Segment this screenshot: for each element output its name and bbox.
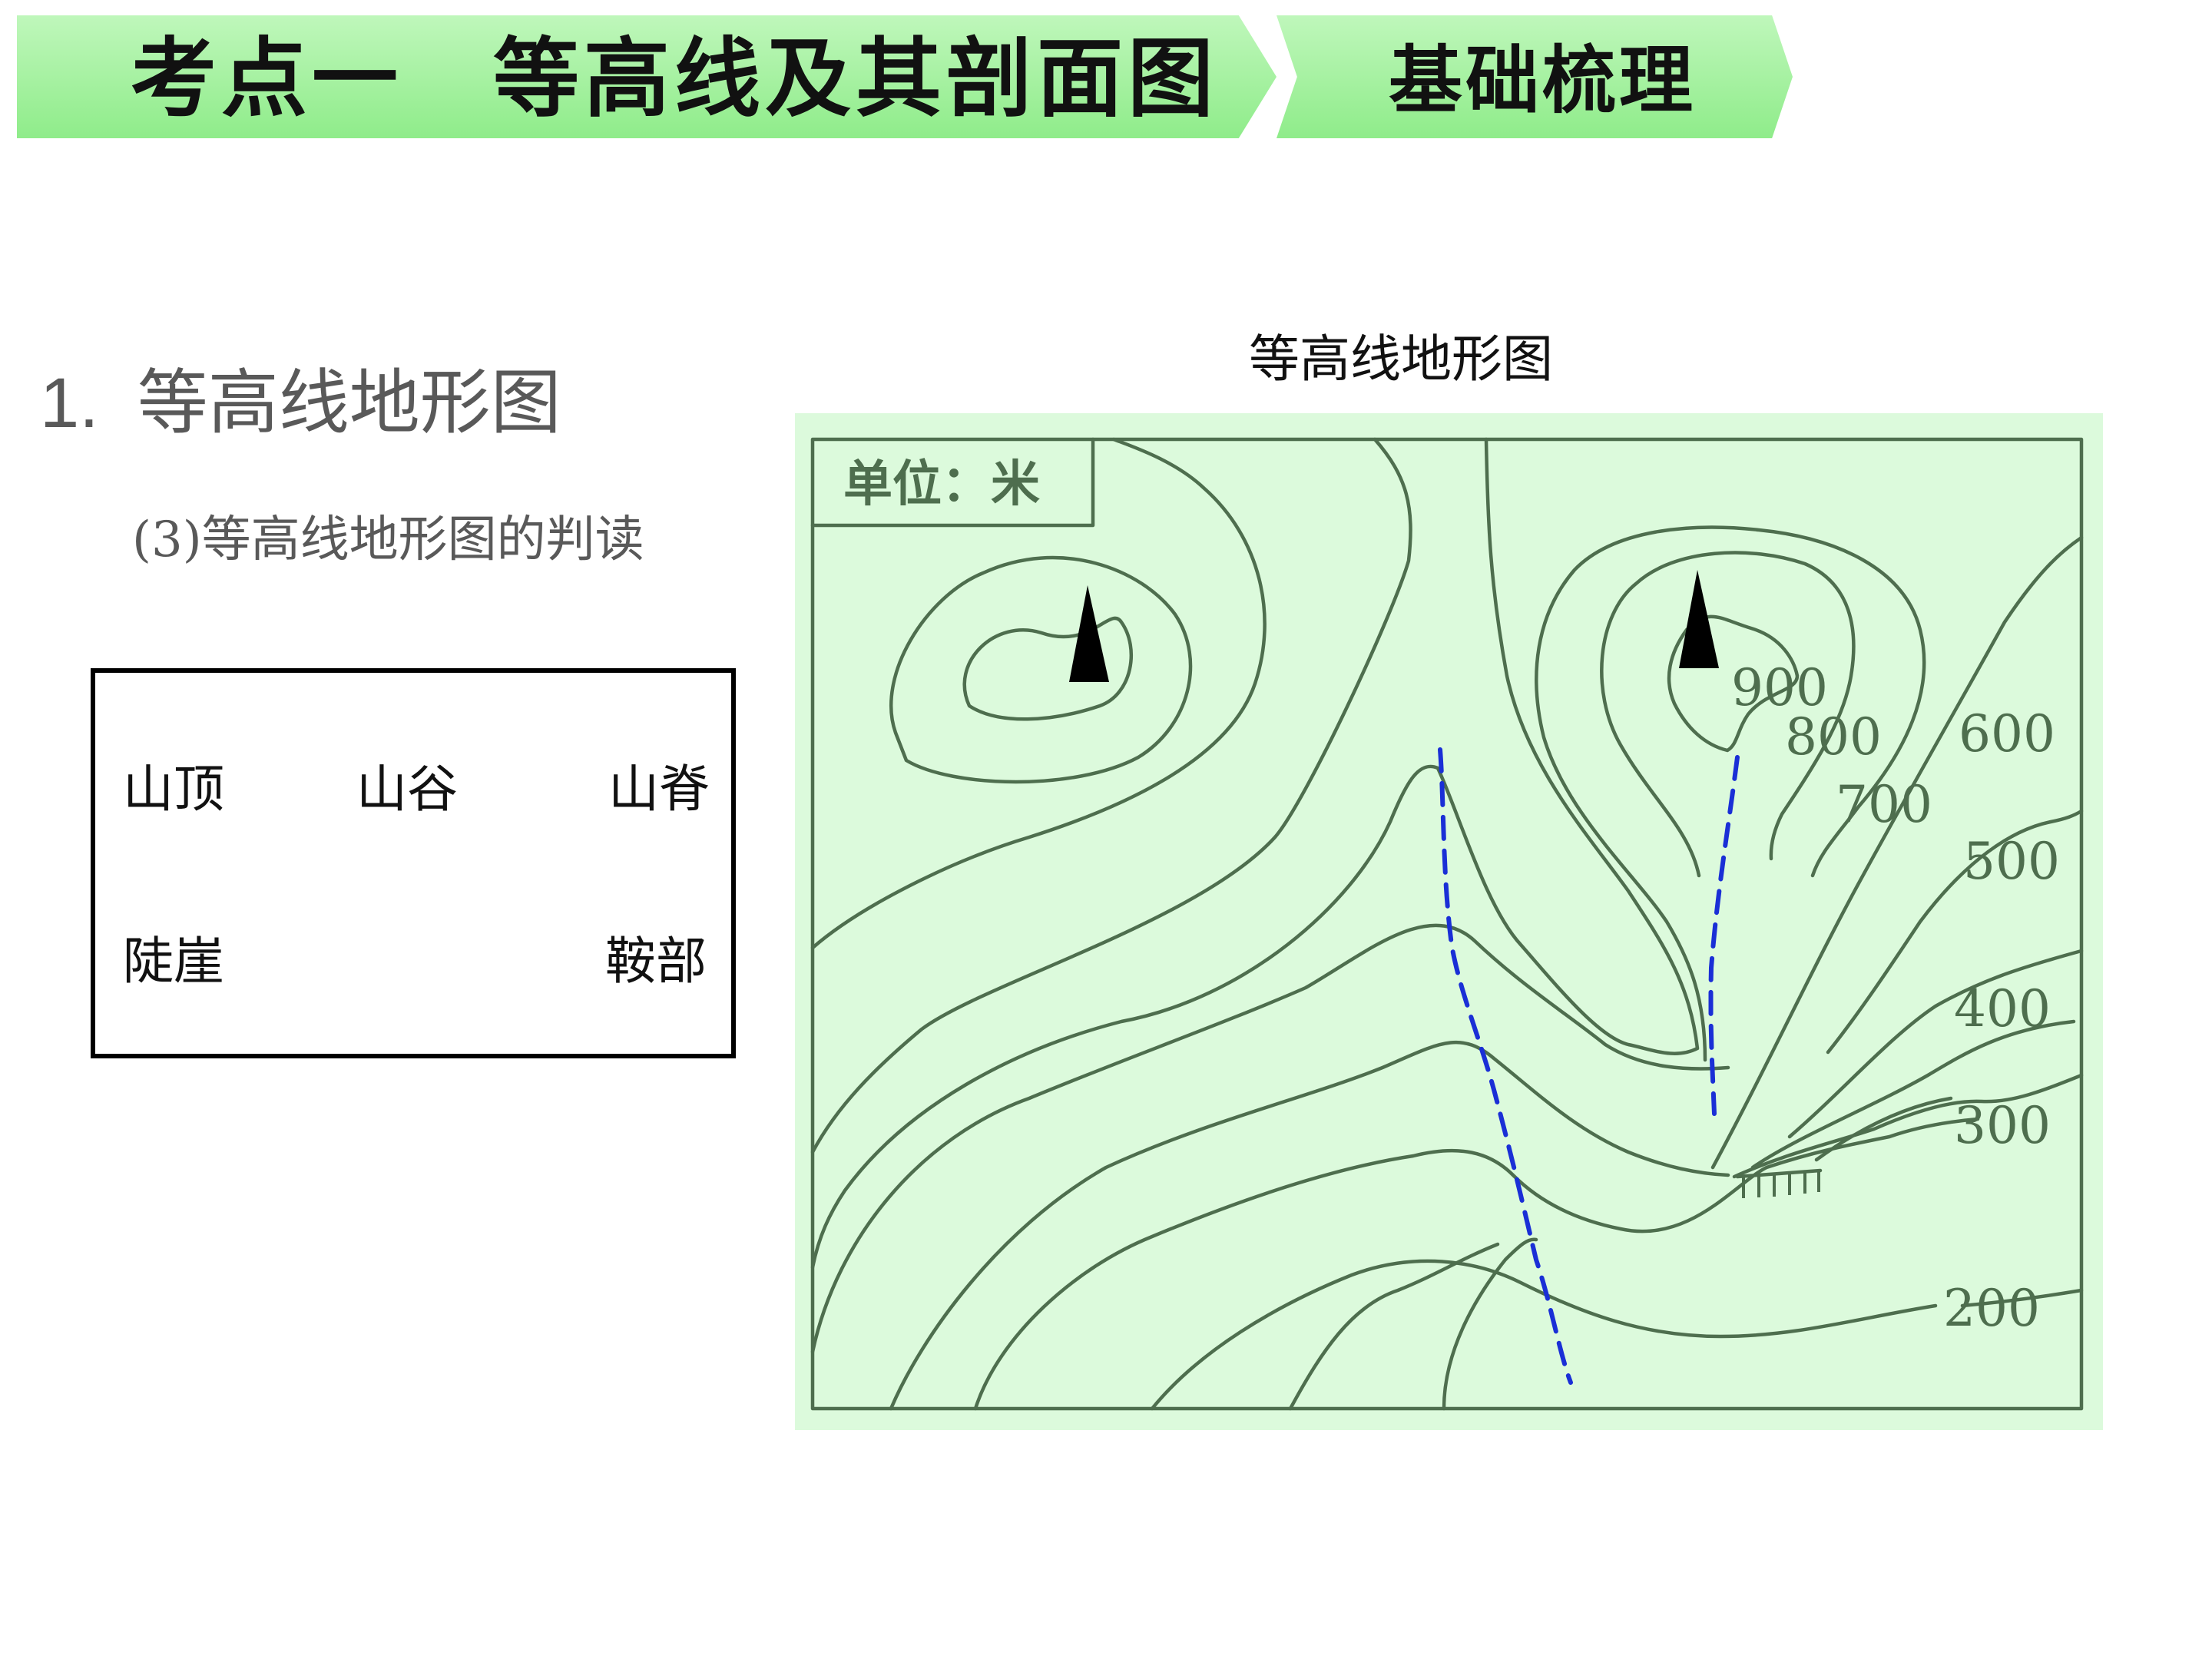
- subsection-heading: (3)等高线地形图的判读: [132, 512, 644, 568]
- contour-v-200c: [1288, 1242, 1500, 1411]
- contour-right-300-ext: [1732, 1073, 2084, 1179]
- label-800: 800: [1785, 707, 1882, 767]
- contour-v-500: [810, 437, 1700, 1270]
- section-title: 等高线地形图: [137, 364, 561, 442]
- contour-left-outer: [889, 555, 1193, 784]
- contour-v-200b: [1150, 1259, 1938, 1411]
- contour-v-200a: [973, 1117, 1980, 1411]
- label-200: 200: [1943, 1279, 2040, 1338]
- section-heading: 1. 等高线地形图: [40, 361, 561, 445]
- terms-box: 山顶 山谷 山脊 陡崖 鞍部: [91, 668, 736, 1058]
- contour-right-900: [1667, 614, 1800, 753]
- label-400: 400: [1954, 979, 2051, 1038]
- contour-left-inner: [962, 616, 1133, 721]
- map-frame: [810, 437, 2084, 1411]
- contour-v-300: [889, 1041, 1730, 1411]
- contour-valley-outer: [810, 437, 1412, 1154]
- map-caption: 等高线地形图: [1249, 329, 1553, 389]
- label-500: 500: [1963, 832, 2060, 891]
- contour-right-200-ext: [1960, 1288, 2084, 1308]
- contour-v-150: [1442, 1237, 1538, 1411]
- contour-map: 单位：米 900 800 700 600 500 400 300 200: [795, 413, 2103, 1430]
- tag-banner: [1277, 15, 1793, 138]
- label-300: 300: [1954, 1096, 2051, 1155]
- page-title: 考点一 等高线及其剖面图: [131, 29, 1218, 129]
- valley-line-right: [1708, 755, 1740, 1116]
- contour-right-400-join: [1814, 1096, 1953, 1162]
- contour-right-600: [1710, 535, 2084, 1170]
- label-600: 600: [1959, 704, 2055, 763]
- contour-right-400: [1787, 949, 2084, 1139]
- label-700: 700: [1836, 775, 1932, 834]
- term-peak: 山顶: [123, 760, 224, 819]
- section-number: 1.: [40, 364, 99, 442]
- unit-label: 单位：米: [843, 456, 1040, 513]
- ridge-line-left: [1438, 747, 1573, 1385]
- peak-marker-left: [1069, 585, 1109, 682]
- term-cliff: 陡崖: [123, 932, 224, 991]
- term-ridge: 山脊: [608, 760, 710, 819]
- contour-left-big: [810, 437, 1267, 950]
- contour-v-400: [810, 923, 1730, 1354]
- contour-right-700: [1535, 525, 1926, 1062]
- cliff-hatch: [1742, 1171, 1820, 1198]
- contour-right-350: [1750, 1019, 2076, 1170]
- contour-right-800: [1600, 551, 1856, 878]
- label-900: 900: [1731, 658, 1828, 717]
- peak-marker-right: [1679, 570, 1719, 668]
- unit-label-box: [810, 437, 1095, 528]
- term-valley: 山谷: [356, 760, 458, 819]
- cliff-line: [1735, 1168, 1823, 1179]
- contour-right-500: [1826, 809, 2084, 1055]
- contour-map-svg: 单位：米 900 800 700 600 500 400 300 200: [810, 437, 2084, 1411]
- tag-label: 基础梳理: [1389, 38, 1696, 124]
- term-saddle: 鞍部: [605, 932, 707, 991]
- title-banner: [17, 15, 1277, 138]
